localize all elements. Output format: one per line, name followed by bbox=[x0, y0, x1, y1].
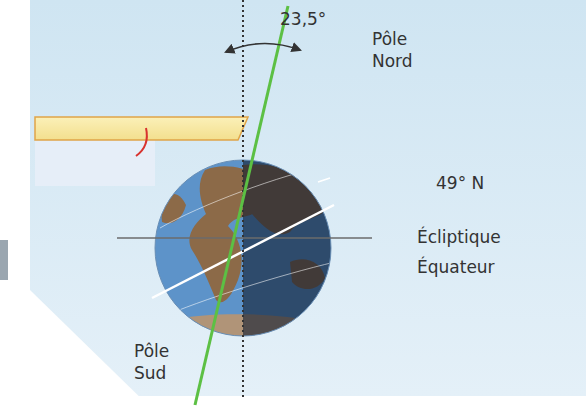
equator-label: Équateur bbox=[417, 256, 527, 278]
angle-value: 23,5° bbox=[280, 8, 350, 30]
ecliptic-label: Écliptique bbox=[417, 226, 527, 248]
latitude-label: 49° N bbox=[436, 172, 516, 194]
pole-label: Pôle Sud bbox=[134, 340, 192, 384]
pole-label: Pôle Nord bbox=[372, 28, 432, 72]
